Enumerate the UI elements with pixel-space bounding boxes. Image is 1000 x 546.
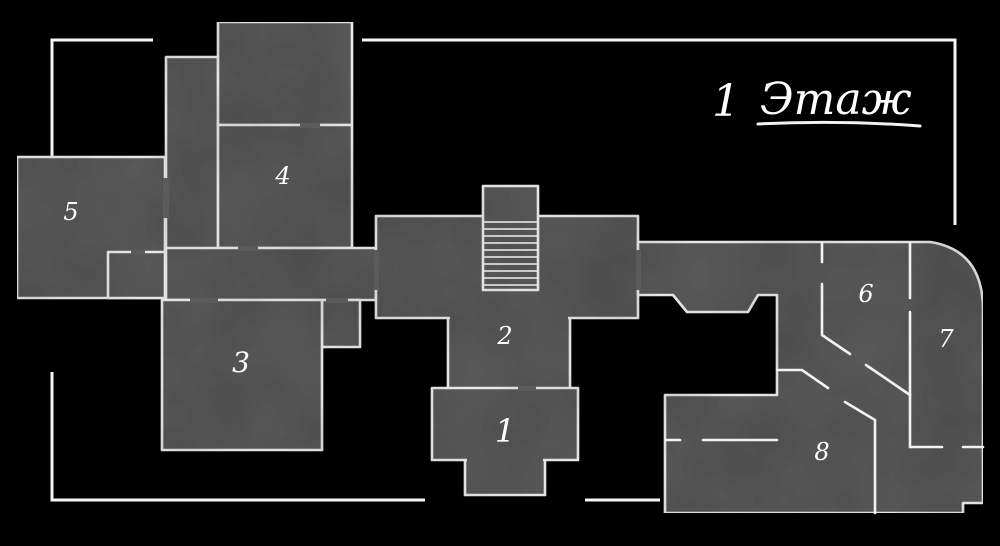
frame [50,38,957,502]
room-label-4: 4 [274,162,290,190]
room-upper [216,20,354,127]
corridor-horizontal [164,246,378,302]
room-3 [160,298,324,452]
room-label-5: 5 [63,198,78,226]
east-wing-walls [664,241,985,515]
room-label-2: 2 [496,322,512,350]
room-label-6: 6 [858,280,873,308]
room-label-1: 1 [495,412,515,450]
stairs [481,184,540,292]
doorways [131,123,641,391]
room-label-7: 7 [938,325,954,353]
closet [106,250,167,300]
room-label-3: 3 [232,346,250,379]
east-wing [636,240,985,515]
floor-number: 1 [712,76,740,127]
stair-steps [484,221,537,286]
room-1 [430,386,580,462]
room-2-lower [446,308,572,392]
floor-title: Этаж [760,74,912,125]
room-label-8: 8 [814,438,829,466]
room-4 [216,123,354,250]
title-underline [756,120,922,128]
closet-small [320,298,362,349]
